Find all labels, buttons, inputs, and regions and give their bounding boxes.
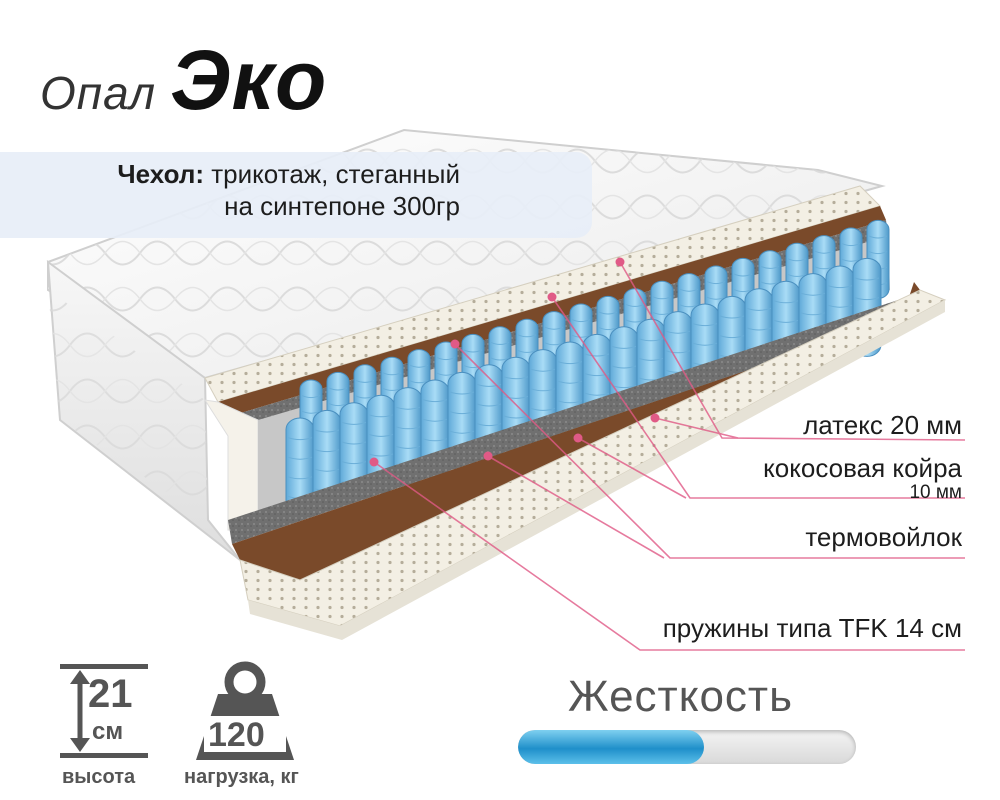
weight-icon (196, 661, 294, 760)
leader-lines (373, 261, 966, 651)
hardness-bar (518, 730, 856, 764)
cover-note: Чехол: трикотаж, стеганный на синтепоне … (60, 158, 460, 222)
layer-label-latex: латекс 20 мм (803, 410, 962, 440)
height-unit: см (92, 718, 124, 745)
height-caption: высота (62, 766, 136, 788)
load-value: 120 (208, 716, 265, 754)
hardness-label: Жесткость (568, 672, 794, 721)
felt-layer-bottom (228, 300, 902, 544)
leader-dots (369, 257, 660, 467)
title-series: Опал (40, 67, 157, 119)
height-arrow-icon (60, 664, 148, 758)
height-value: 21 (88, 672, 133, 716)
cover-label: Чехол: (117, 159, 205, 189)
cover-line-2: на синтепоне 300гр (224, 191, 460, 221)
hardness-fill (518, 730, 704, 764)
layer-label-felt: термовойлок (805, 522, 962, 552)
foam-side-wall (203, 399, 259, 531)
layer-label-coir: кокосовая койра (763, 453, 962, 483)
layer-label-springs: пружины типа TFK 14 см (662, 613, 962, 643)
load-caption: нагрузка, кг (184, 766, 299, 788)
title-model: Эко (170, 33, 328, 127)
cover-line-1: трикотаж, стеганный (211, 159, 460, 189)
coir-layer-bottom (232, 282, 920, 580)
cover-note-background (0, 152, 592, 238)
layer-sub-coir: 10 мм (909, 482, 962, 503)
